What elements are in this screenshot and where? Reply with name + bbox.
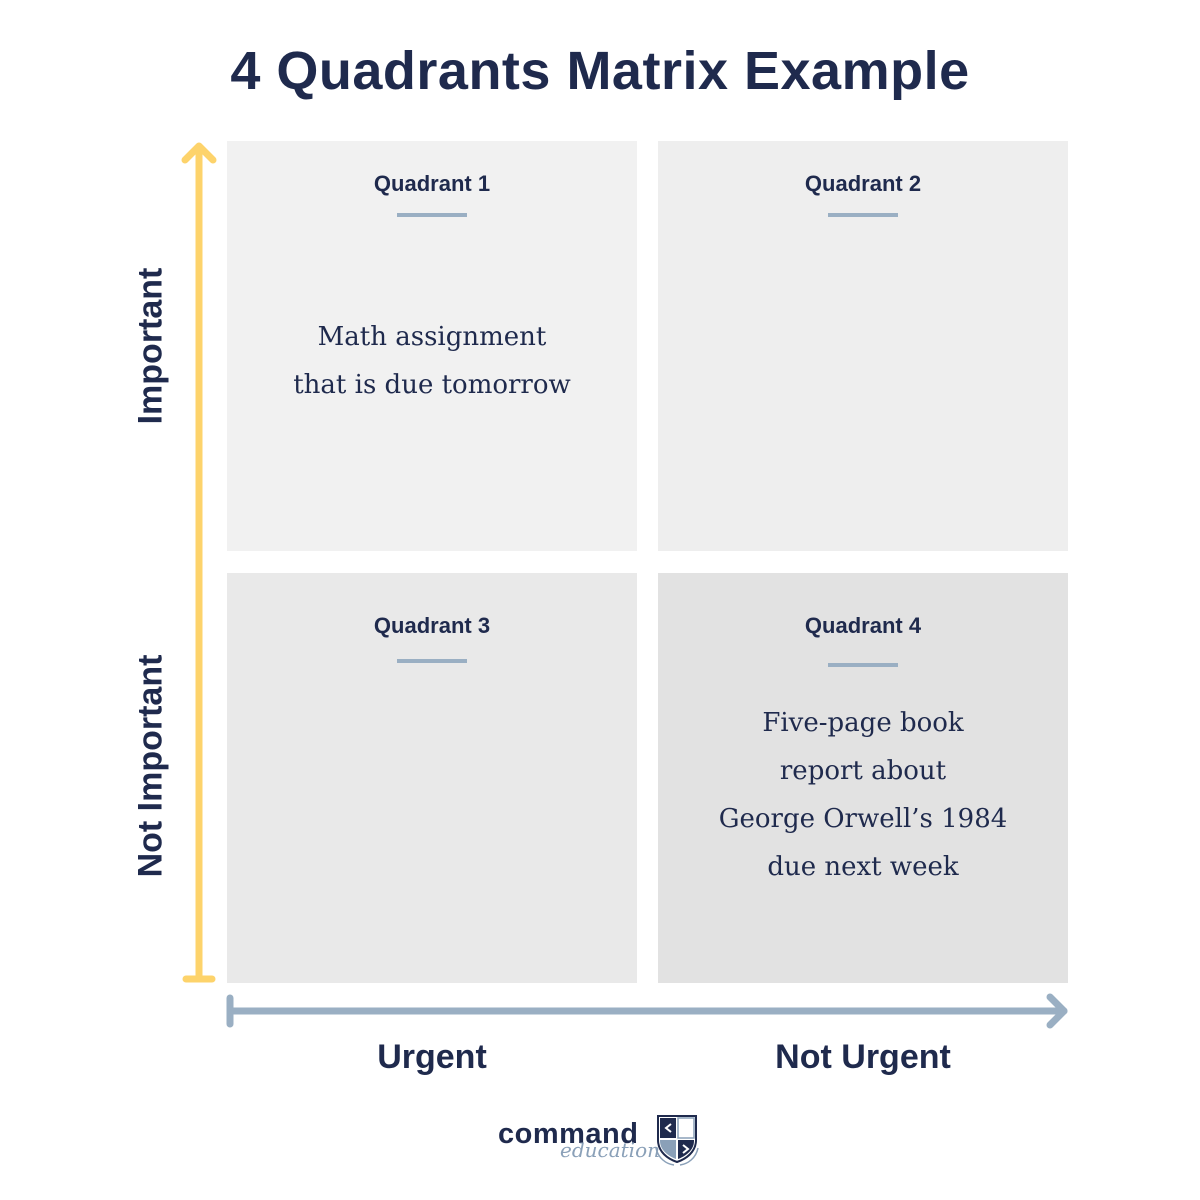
quadrant-label: Quadrant 1	[373, 171, 491, 196]
quadrant-text-line: report about	[779, 756, 947, 786]
quadrant-text-line: Five-page book	[762, 708, 964, 738]
quadrant-divider	[397, 659, 467, 663]
brand-logo: command education	[498, 1114, 708, 1170]
quadrant-text-line: George Orwell’s 1984	[718, 804, 1008, 834]
quadrant-4: Quadrant 4 Five-page book report about G…	[658, 573, 1068, 983]
horizontal-axis-arrow	[226, 993, 1068, 1029]
quadrant-3: Quadrant 3	[227, 573, 637, 983]
x-axis-label-not-urgent: Not Urgent	[775, 1038, 951, 1076]
vertical-axis-arrow	[181, 142, 217, 983]
quadrant-text-line: due next week	[767, 852, 959, 882]
quadrant-1: Quadrant 1 Math assignment that is due t…	[227, 141, 637, 551]
quadrant-text: Five-page book report about George Orwel…	[658, 699, 1068, 891]
x-axis-label-urgent: Urgent	[377, 1038, 487, 1076]
shield-crest-icon	[655, 1115, 699, 1166]
quadrant-label: Quadrant 4	[804, 613, 922, 638]
y-axis-label-important: Important	[131, 267, 170, 425]
quadrant-divider	[397, 213, 467, 217]
quadrant-divider	[828, 213, 898, 217]
y-axis-label-not-important: Not Important	[131, 654, 170, 878]
quadrant-text: Math assignment that is due tomorrow	[227, 313, 637, 409]
quadrant-divider	[828, 663, 898, 667]
quadrant-2: Quadrant 2	[658, 141, 1068, 551]
logo-subtext: education	[560, 1138, 660, 1162]
logo-wordmark: command	[498, 1118, 639, 1150]
quadrant-label: Quadrant 2	[804, 171, 922, 196]
page-title: 4 Quadrants Matrix Example	[230, 41, 970, 101]
quadrant-text-line: that is due tomorrow	[293, 370, 571, 400]
quadrant-text-line: Math assignment	[317, 322, 547, 352]
quadrant-label: Quadrant 3	[373, 613, 491, 638]
